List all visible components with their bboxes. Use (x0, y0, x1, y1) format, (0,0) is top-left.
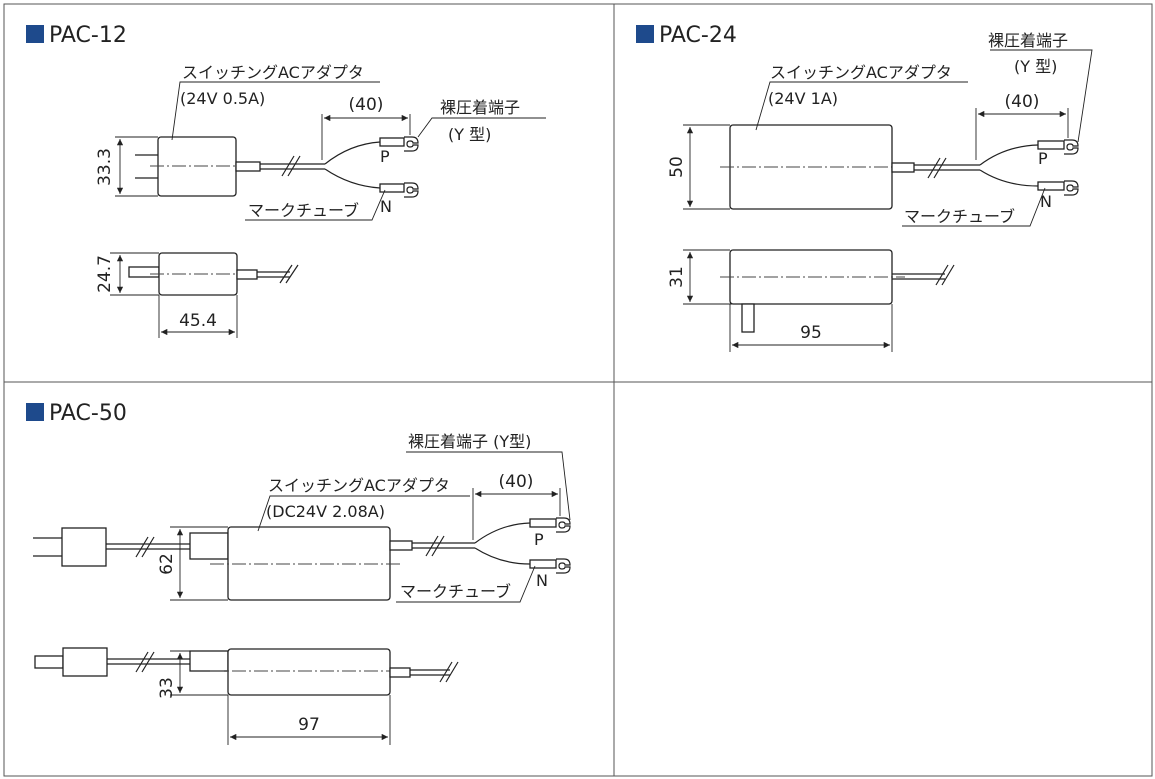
top-view: P N 62 (40) スイッチングACアダプタ (DC24V 2.08A) 裸… (33, 432, 571, 603)
panel-title: PAC-50 (49, 401, 127, 426)
side-view: 31 95 (667, 249, 955, 352)
terminal-type: (Y 型) (448, 125, 491, 144)
title-marker-icon (26, 25, 44, 43)
adapter-rating: (DC24V 2.08A) (266, 502, 385, 521)
top-view: P N 33.3 (40) スイッチングACアダプタ (24V 0.5A) 裸圧… (95, 63, 546, 221)
sheet-frame (3, 3, 1153, 777)
width-dimension: 95 (800, 323, 822, 343)
width-dimension: 97 (298, 715, 320, 735)
width-dimension: 45.4 (179, 311, 217, 331)
lead-length: (40) (499, 472, 534, 492)
terminal-type: (Y 型) (1014, 57, 1057, 76)
side-view: 33 97 (34, 647, 459, 745)
height-dimension: 33.3 (95, 148, 115, 186)
tube-label: マークチューブ (248, 201, 359, 220)
neg-mark: N (380, 197, 392, 216)
panel-title: PAC-12 (49, 23, 127, 48)
pos-mark: P (380, 147, 390, 166)
top-view: P N 50 (40) スイッチングACアダプタ (24V 1A) 裸圧着端子 … (667, 31, 1093, 227)
tube-label: マークチューブ (400, 582, 511, 601)
neg-mark: N (536, 571, 548, 590)
terminal-label: 裸圧着端子 (440, 98, 520, 117)
panel-pac12: PAC-12 P N 33.3 (26, 23, 546, 338)
adapter-rating: (24V 0.5A) (180, 89, 265, 108)
adapter-label: スイッチングACアダプタ (770, 63, 952, 82)
depth-dimension: 24.7 (95, 255, 115, 293)
pos-mark: P (1038, 149, 1048, 168)
tube-label: マークチューブ (904, 207, 1015, 226)
height-dimension: 62 (157, 553, 177, 575)
terminal-label: 裸圧着端子 (988, 31, 1068, 50)
adapter-label: スイッチングACアダプタ (268, 476, 450, 495)
depth-dimension: 31 (667, 266, 687, 288)
adapter-rating: (24V 1A) (768, 89, 838, 108)
depth-dimension: 33 (157, 677, 177, 699)
terminal-label: 裸圧着端子 (Y型) (408, 432, 531, 451)
lead-length: (40) (1005, 92, 1040, 112)
neg-mark: N (1040, 192, 1052, 211)
title-marker-icon (26, 403, 44, 421)
side-view: 24.7 45.4 (95, 252, 299, 338)
lead-length: (40) (349, 95, 384, 115)
pos-mark: P (534, 530, 544, 549)
panel-pac24: PAC-24 P N 50 (40) スイッチン (636, 23, 1093, 352)
panel-title: PAC-24 (659, 23, 737, 48)
adapter-label: スイッチングACアダプタ (182, 63, 364, 82)
panel-pac50: PAC-50 P N (26, 401, 571, 745)
height-dimension: 50 (667, 156, 687, 178)
title-marker-icon (636, 25, 654, 43)
